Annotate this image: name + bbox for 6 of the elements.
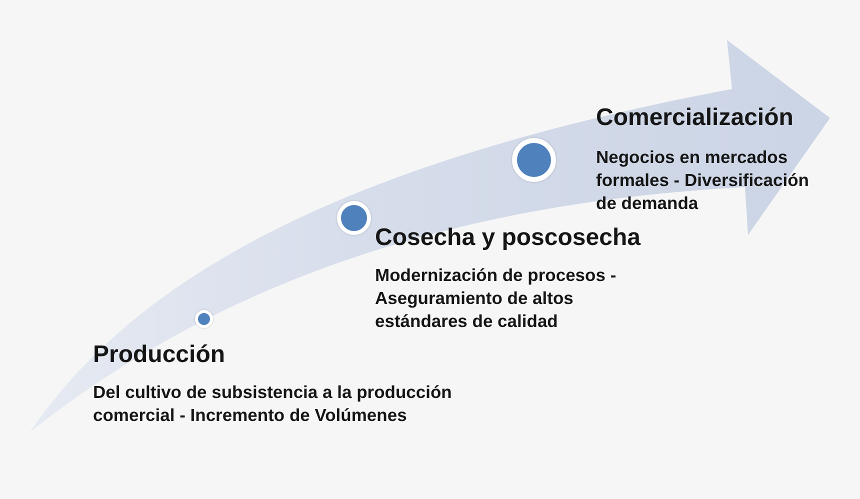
stage-description: Negocios en mercados formales - Diversificación de demanda <box>596 146 810 215</box>
stage-title: Cosecha y poscosecha <box>375 223 642 253</box>
stage-title: Producción <box>93 340 226 370</box>
stage-title: Comercialización <box>596 103 794 133</box>
stage-description: Del cultivo de subsistencia a la producción comercial - Incremento de Volúmenes <box>93 381 453 427</box>
stage-description: Modernización de procesos - Aseguramiento de altos estándares de calidad <box>375 264 618 333</box>
